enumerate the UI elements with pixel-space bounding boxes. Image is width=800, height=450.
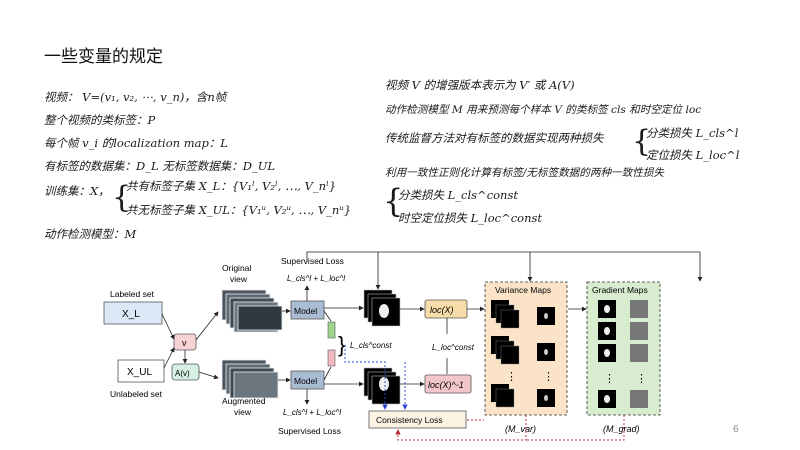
note-localization-map: 每个帧 v_i 的localization map：L [44, 136, 228, 150]
loc-x-label: loc(X) [430, 305, 454, 315]
model-bottom-label: Model [294, 376, 317, 386]
original-view-frames [221, 289, 283, 333]
augmented-view-frames [221, 359, 279, 399]
model-top [290, 300, 325, 320]
slide-title: 一些变量的规定 [44, 47, 163, 66]
supervised-loss-bottom-title: Supervised Loss [278, 426, 341, 436]
brace-mark: } [338, 332, 345, 357]
model-top-label: Model [294, 306, 317, 316]
gradient-dots-right: ⋮ [636, 373, 647, 385]
note-loc-loss: 定位损失 L_loc^l [646, 148, 740, 162]
variance-dots-right: ⋮ [543, 371, 554, 383]
gradient-map-thumbnails [598, 300, 648, 408]
loc-x-inv-label: loc(X)^-1 [428, 380, 464, 390]
note-datasets: 有标签的数据集：D_L 无标签数据集：D_UL [44, 159, 276, 173]
consistency-loss-box [368, 410, 467, 429]
note-video: 视频： V=(v₁, v₂, ⋯, v_n)，含n帧 [44, 90, 227, 104]
note-model: 动作检测模型：M [44, 227, 137, 241]
consistency-loss-label: Consistency Loss [376, 415, 443, 425]
note-augmented-video: 视频 V 的增强版本表示为 V′ 或 A(V) [385, 78, 575, 92]
m-var-label: (M_var) [505, 424, 536, 434]
supervised-loss-top-title: Supervised Loss [281, 256, 344, 266]
supervised-brace: { [632, 124, 652, 159]
note-supervised-losses: 传统监督方法对有标签的数据实现两种损失 [385, 131, 604, 145]
xl-label: X_L [122, 309, 140, 320]
m-grad-label: (M_grad) [603, 424, 640, 434]
cls-bar-pink [327, 349, 336, 367]
note-model-prediction: 动作检测模型 M 用来预测每个样本 V 的类标签 cls 和时空定位 loc [385, 104, 702, 116]
note-labeled-subset: 共有标签子集 X_L：{V₁ˡ, V₂ˡ, ⋯, V_nˡ} [126, 179, 337, 193]
labeled-set-label: Labeled set [110, 289, 155, 299]
original-view-label: Original [222, 263, 251, 273]
variance-map-thumbnails [491, 300, 555, 408]
consistency-brace: { [383, 182, 404, 220]
note-consistency: 利用一致性正则化计算有标签/无标签数据的两种一致性损失 [385, 167, 665, 179]
note-video-label: 整个视频的类标签：P [44, 113, 156, 127]
note-cls-const-loss: 分类损失 L_cls^const [398, 188, 518, 202]
variance-dots-left: ⋮ [506, 371, 517, 383]
supervised-loss-top-formula: L_cls^l + L_loc^l [287, 274, 345, 283]
augmented-view-label-2: view [234, 407, 252, 417]
gradient-dots-left: ⋮ [604, 373, 615, 385]
note-cls-loss: 分类损失 L_cls^l [646, 126, 739, 140]
unlabeled-set-label: Unlabeled set [110, 389, 163, 399]
supervised-loss-bottom-formula: L_cls^l + L_loc^l [283, 408, 341, 417]
gradient-maps-title: Gradient Maps [592, 285, 648, 295]
v-node-label: v [182, 338, 187, 348]
xul-box [117, 359, 165, 383]
xl-box [103, 301, 163, 325]
variance-maps-title: Variance Maps [495, 285, 551, 295]
xul-label: X_UL [127, 367, 152, 378]
augmented-view-label: Augmented [222, 396, 266, 406]
note-unlabeled-subset: 共无标签子集 X_UL：{V₁ᵘ, V₂ᵘ, ⋯, V_nᵘ} [126, 203, 352, 217]
note-training-set: 训练集：X， [44, 184, 110, 198]
av-node-label: A(v) [175, 369, 190, 378]
loc-x-inv-box [424, 374, 472, 394]
loc-map-top [363, 289, 401, 327]
l-cls-const-label: L_cls^const [350, 341, 392, 350]
cls-bar-green [327, 321, 336, 339]
original-view-label-2: view [230, 274, 248, 284]
l-loc-const-label: L_loc^const [432, 343, 475, 352]
training-set-brace: { [112, 180, 132, 215]
loc-map-bottom [363, 367, 401, 405]
note-loc-const-loss: 时空定位损失 L_loc^const [398, 211, 543, 225]
gradient-maps-panel [586, 281, 661, 416]
page-number: 6 [733, 424, 739, 435]
